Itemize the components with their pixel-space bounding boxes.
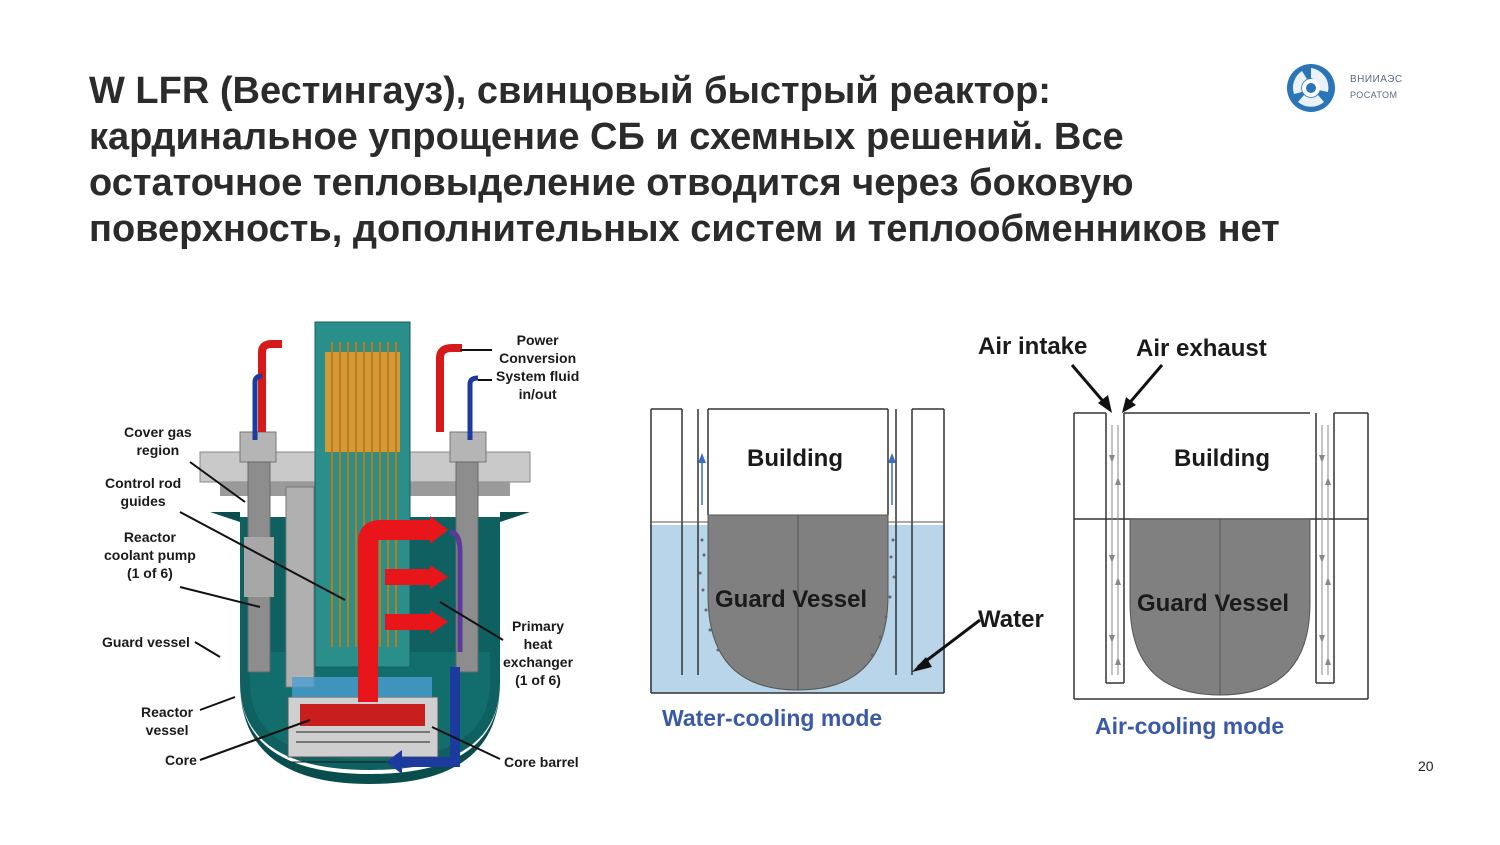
air-intake-label: Air intake (978, 333, 1088, 360)
label-cover-gas-1: Cover gas (124, 424, 192, 440)
label-reactor-vessel-2: vessel (145, 722, 189, 738)
water-label: Water (978, 606, 1044, 633)
page-number: 20 (1418, 758, 1434, 774)
hot-flow-arrow (358, 520, 432, 702)
label-coolant-pump-2: coolant pump (104, 547, 196, 563)
label-coolant-pump-3: (1 of 6) (126, 565, 173, 581)
logo-text-vniiaes: ВНИИАЭС (1350, 74, 1403, 85)
water-cooling-diagram (650, 408, 981, 694)
air-building-label: Building (1174, 445, 1270, 472)
title-line-4: поверхность, дополнительных систем и теп… (89, 208, 1280, 250)
label-primary-hx-3: exchanger (503, 654, 574, 670)
slide-title: W LFR (Вестингауз), свинцовый быстрый ре… (89, 68, 1409, 252)
label-control-rod-1: Control rod (105, 475, 182, 491)
title-line-3: остаточное тепловыделение отводится чере… (89, 162, 1134, 204)
label-coolant-pump-1: Reactor (123, 529, 176, 545)
label-guard-vessel: Guard vessel (102, 634, 190, 650)
label-reactor-vessel-1: Reactor (141, 704, 194, 720)
label-control-rod: Control rod guides (105, 474, 181, 510)
label-core: Core (165, 752, 197, 768)
label-primary-hx-1: Primary (511, 618, 565, 634)
label-coolant-pump: Reactor coolant pump (1 of 6) (104, 528, 196, 582)
label-primary-hx-4: (1 of 6) (515, 672, 561, 688)
water-cooling-caption: Water-cooling mode (662, 705, 883, 731)
air-cooling-diagram (1070, 364, 1369, 700)
air-exhaust-label: Air exhaust (1136, 335, 1267, 362)
water-guard-vessel-label: Guard Vessel (715, 586, 868, 613)
label-power-conversion-3: System fluid (496, 368, 580, 384)
title-line-2: кардинальное упрощение СБ и схемных реше… (89, 116, 1124, 158)
label-control-rod-2: guides (120, 493, 166, 509)
air-cooling-caption: Air-cooling mode (1095, 713, 1285, 739)
water-building-label: Building (747, 445, 843, 472)
label-primary-hx: Primary heat exchanger (1 of 6) (503, 617, 573, 689)
label-power-conversion: Power Conversion System fluid in/out (496, 331, 579, 403)
label-power-conversion-4: in/out (518, 386, 557, 402)
title-line-1: W LFR (Вестингауз), свинцовый быстрый ре… (89, 70, 1051, 112)
label-cover-gas-2: region (136, 442, 180, 458)
label-cover-gas: Cover gas region (124, 423, 192, 459)
logo-text-rosatom: РОСАТОМ (1350, 90, 1398, 100)
label-primary-hx-2: heat (523, 636, 553, 652)
rosatom-logo-icon (1287, 64, 1335, 112)
label-core-barrel: Core barrel (504, 754, 579, 770)
label-reactor-vessel: Reactor vessel (141, 703, 193, 739)
air-guard-vessel-label: Guard Vessel (1137, 590, 1290, 617)
label-power-conversion-1: Power (516, 332, 559, 348)
cold-flow-arrow (449, 529, 463, 652)
label-power-conversion-2: Conversion (499, 350, 577, 366)
reactor-cutaway-diagram (179, 321, 531, 784)
